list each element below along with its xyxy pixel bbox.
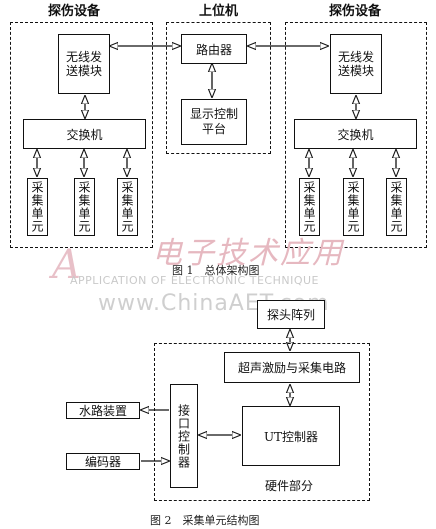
hardware-group xyxy=(154,343,370,501)
collect-unit-label: 采集单元 xyxy=(302,181,316,233)
left-switch-label: 交换机 xyxy=(66,127,103,142)
display-platform-label: 显示控制平台 xyxy=(189,107,238,136)
router-label: 路由器 xyxy=(195,42,232,57)
watermark-logo: A xyxy=(52,242,81,288)
collect-unit-r2: 采集单元 xyxy=(343,178,364,236)
collect-unit-l3: 采集单元 xyxy=(117,178,138,236)
collect-unit-label: 采集单元 xyxy=(389,181,403,233)
encoder-label: 编码器 xyxy=(84,455,121,469)
probe-array-label: 探头阵列 xyxy=(266,308,315,322)
left-group-title: 探伤设备 xyxy=(48,4,101,19)
collect-unit-r1: 采集单元 xyxy=(299,178,320,236)
hardware-label: 硬件部分 xyxy=(265,479,314,493)
left-wireless-label: 无线发送模块 xyxy=(65,50,102,78)
collect-unit-r3: 采集单元 xyxy=(386,178,407,236)
water-device-label: 水路装置 xyxy=(78,404,127,418)
watermark-title: 电子技术应用 xyxy=(152,236,344,271)
ut-controller-label: UT控制器 xyxy=(263,429,319,444)
fig2-caption: 图 2 采集单元结构图 xyxy=(150,514,260,527)
router-box: 路由器 xyxy=(181,34,247,64)
ultrasound-circuit-label: 超声激励与采集电路 xyxy=(237,361,346,375)
fig1-caption: 图 1 总体架构图 xyxy=(172,264,260,277)
collect-unit-label: 采集单元 xyxy=(30,181,44,233)
host-group xyxy=(166,22,271,154)
collect-unit-label: 采集单元 xyxy=(120,181,134,233)
collect-unit-label: 采集单元 xyxy=(346,181,360,233)
collect-unit-l1: 采集单元 xyxy=(27,178,48,236)
display-platform-box: 显示控制平台 xyxy=(181,99,247,145)
host-group-title: 上位机 xyxy=(199,4,239,19)
ut-controller-box: UT控制器 xyxy=(242,406,340,466)
left-device-group xyxy=(10,22,153,248)
collect-unit-l2: 采集单元 xyxy=(74,178,95,236)
right-wireless-label: 无线发送模块 xyxy=(337,50,374,78)
collect-unit-label: 采集单元 xyxy=(77,181,91,233)
right-switch-box: 交换机 xyxy=(294,119,417,149)
watermark-subtitle: APPLICATION OF ELECTRONIC TECHNIQUE xyxy=(70,274,319,287)
ultrasound-circuit-box: 超声激励与采集电路 xyxy=(224,352,360,383)
left-wireless-box: 无线发送模块 xyxy=(58,34,110,94)
right-device-group xyxy=(285,22,427,248)
probe-array-box: 探头阵列 xyxy=(257,300,325,329)
water-device-box: 水路装置 xyxy=(66,402,140,419)
left-switch-box: 交换机 xyxy=(23,119,146,149)
right-group-title: 探伤设备 xyxy=(329,4,382,19)
interface-controller-label: 接口控制器 xyxy=(176,403,191,469)
right-wireless-box: 无线发送模块 xyxy=(330,34,382,94)
encoder-box: 编码器 xyxy=(66,453,140,470)
interface-controller-box: 接口控制器 xyxy=(170,384,198,488)
right-switch-label: 交换机 xyxy=(337,127,374,142)
